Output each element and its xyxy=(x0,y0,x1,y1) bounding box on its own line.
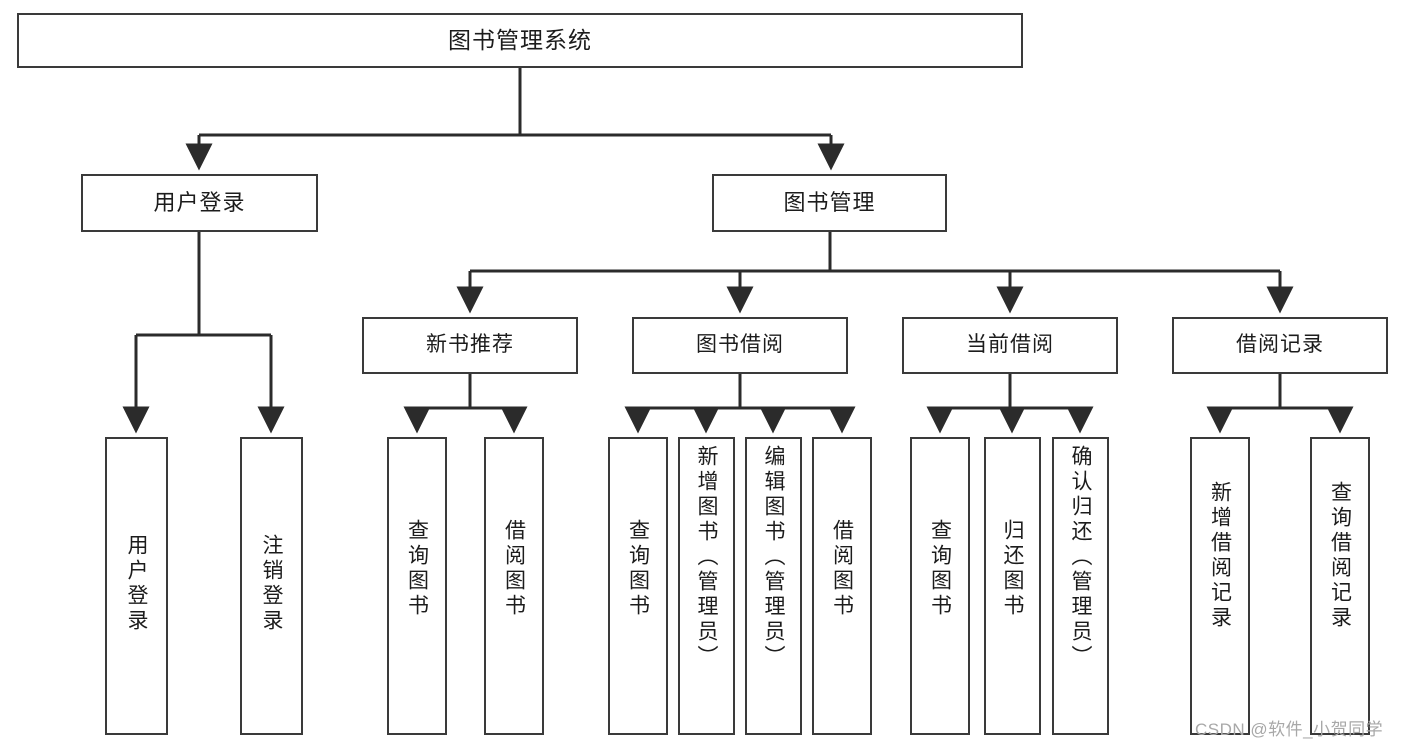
node-leaf-logout-label: 注销登录 xyxy=(260,534,283,634)
node-leaf-add-record[interactable]: 新增借阅记录 xyxy=(1190,437,1250,735)
node-leaf-return-book-label: 归还图书 xyxy=(1001,519,1024,619)
node-leaf-logout[interactable]: 注销登录 xyxy=(240,437,303,735)
node-leaf-return-book[interactable]: 归还图书 xyxy=(984,437,1041,735)
node-user-login[interactable]: 用户登录 xyxy=(81,174,318,232)
node-leaf-borrow-book-rec-label: 借阅图书 xyxy=(502,519,526,619)
csdn-watermark: CSDN @软件_小贺同学 xyxy=(1195,720,1384,739)
node-leaf-query-book-cur-label: 查询图书 xyxy=(928,519,952,619)
node-leaf-edit-book-label: 编辑图书（管理员） xyxy=(762,445,785,670)
node-current-borrow[interactable]: 当前借阅 xyxy=(902,317,1118,374)
node-leaf-query-record[interactable]: 查询借阅记录 xyxy=(1310,437,1370,735)
node-leaf-edit-book[interactable]: 编辑图书（管理员） xyxy=(745,437,802,735)
node-leaf-query-book-rec[interactable]: 查询图书 xyxy=(387,437,447,735)
node-book-manage[interactable]: 图书管理 xyxy=(712,174,947,232)
node-book-borrow[interactable]: 图书借阅 xyxy=(632,317,848,374)
node-user-login-label: 用户登录 xyxy=(153,190,246,216)
node-new-book-rec-label: 新书推荐 xyxy=(426,333,514,357)
node-leaf-borrow-book-rec[interactable]: 借阅图书 xyxy=(484,437,544,735)
node-borrow-record-label: 借阅记录 xyxy=(1236,333,1324,357)
node-leaf-user-login[interactable]: 用户登录 xyxy=(105,437,168,735)
node-leaf-query-book-cur[interactable]: 查询图书 xyxy=(910,437,970,735)
node-root-label: 图书管理系统 xyxy=(448,27,592,54)
node-leaf-add-record-label: 新增借阅记录 xyxy=(1208,481,1232,631)
node-leaf-add-book-label: 新增图书（管理员） xyxy=(695,445,718,670)
node-leaf-query-book-rec-label: 查询图书 xyxy=(405,519,429,619)
node-leaf-query-record-label: 查询借阅记录 xyxy=(1328,481,1352,631)
node-book-manage-label: 图书管理 xyxy=(783,190,876,216)
node-current-borrow-label: 当前借阅 xyxy=(966,333,1054,357)
node-new-book-rec[interactable]: 新书推荐 xyxy=(362,317,578,374)
node-leaf-add-book[interactable]: 新增图书（管理员） xyxy=(678,437,735,735)
node-leaf-confirm-return-label: 确认归还（管理员） xyxy=(1069,445,1092,670)
node-leaf-query-book-borrow[interactable]: 查询图书 xyxy=(608,437,668,735)
node-leaf-query-book-borrow-label: 查询图书 xyxy=(626,519,650,619)
node-book-borrow-label: 图书借阅 xyxy=(696,333,784,357)
node-leaf-borrow-book-label: 借阅图书 xyxy=(830,519,854,619)
node-leaf-user-login-label: 用户登录 xyxy=(125,534,148,634)
node-borrow-record[interactable]: 借阅记录 xyxy=(1172,317,1388,374)
node-root[interactable]: 图书管理系统 xyxy=(17,13,1023,68)
node-leaf-borrow-book[interactable]: 借阅图书 xyxy=(812,437,872,735)
node-leaf-confirm-return[interactable]: 确认归还（管理员） xyxy=(1052,437,1109,735)
